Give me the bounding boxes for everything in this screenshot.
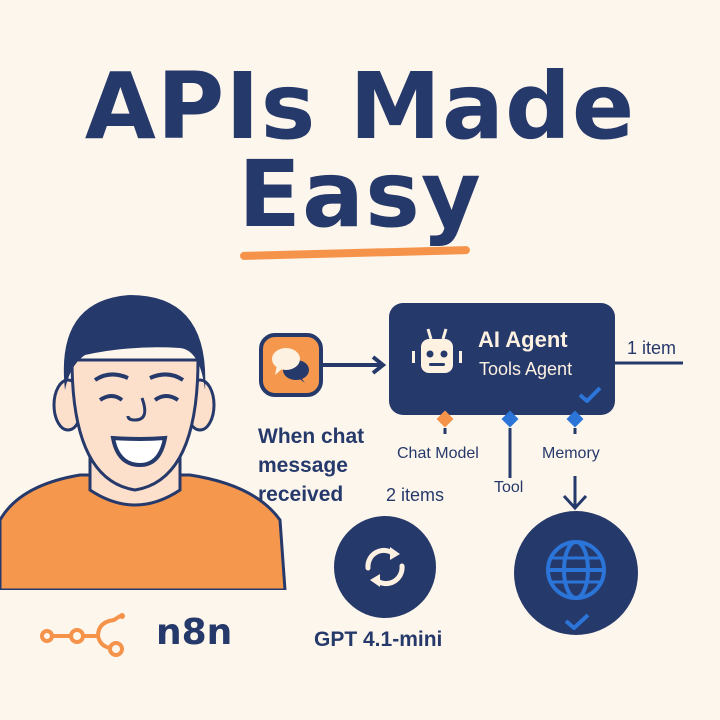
chat-bubbles-icon: [272, 348, 309, 383]
globe-icon: [546, 540, 606, 600]
chat-model-connector: [436, 410, 454, 428]
memory-connector: [566, 410, 584, 428]
refresh-arrows-icon: [365, 547, 405, 587]
model-label: GPT 4.1-mini: [314, 628, 443, 651]
chat-trigger-node[interactable]: [259, 333, 323, 397]
face: [70, 358, 200, 492]
output-items-label: 1 item: [627, 338, 677, 358]
memory-label: Memory: [542, 445, 600, 462]
agent-connectors: [436, 410, 588, 511]
tool-connector: [501, 410, 519, 428]
memory-node[interactable]: [514, 511, 638, 635]
shirt: [0, 473, 287, 590]
chat-model-label: Chat Model: [397, 445, 479, 462]
output-line: [615, 361, 683, 365]
brand-name: n8n: [156, 612, 233, 653]
hair: [63, 295, 206, 390]
agent-title: AI Agent: [478, 327, 568, 352]
model-node[interactable]: [334, 516, 436, 618]
n8n-nodes-icon: [40, 613, 125, 657]
trigger-to-agent-arrow: [323, 355, 387, 375]
agent-check-icon: [578, 386, 602, 403]
memory-check-icon: [564, 613, 590, 630]
trigger-label: When chat message received: [258, 425, 365, 506]
headline-line-2: Easy: [238, 141, 482, 248]
tool-label: Tool: [494, 479, 524, 496]
agent-subtitle: Tools Agent: [479, 359, 573, 379]
headline-line-1: APIs Made: [84, 53, 636, 160]
avatar-illustration: [0, 295, 287, 590]
robot-icon: [412, 328, 462, 373]
chat-model-items-label: 2 items: [386, 485, 445, 505]
